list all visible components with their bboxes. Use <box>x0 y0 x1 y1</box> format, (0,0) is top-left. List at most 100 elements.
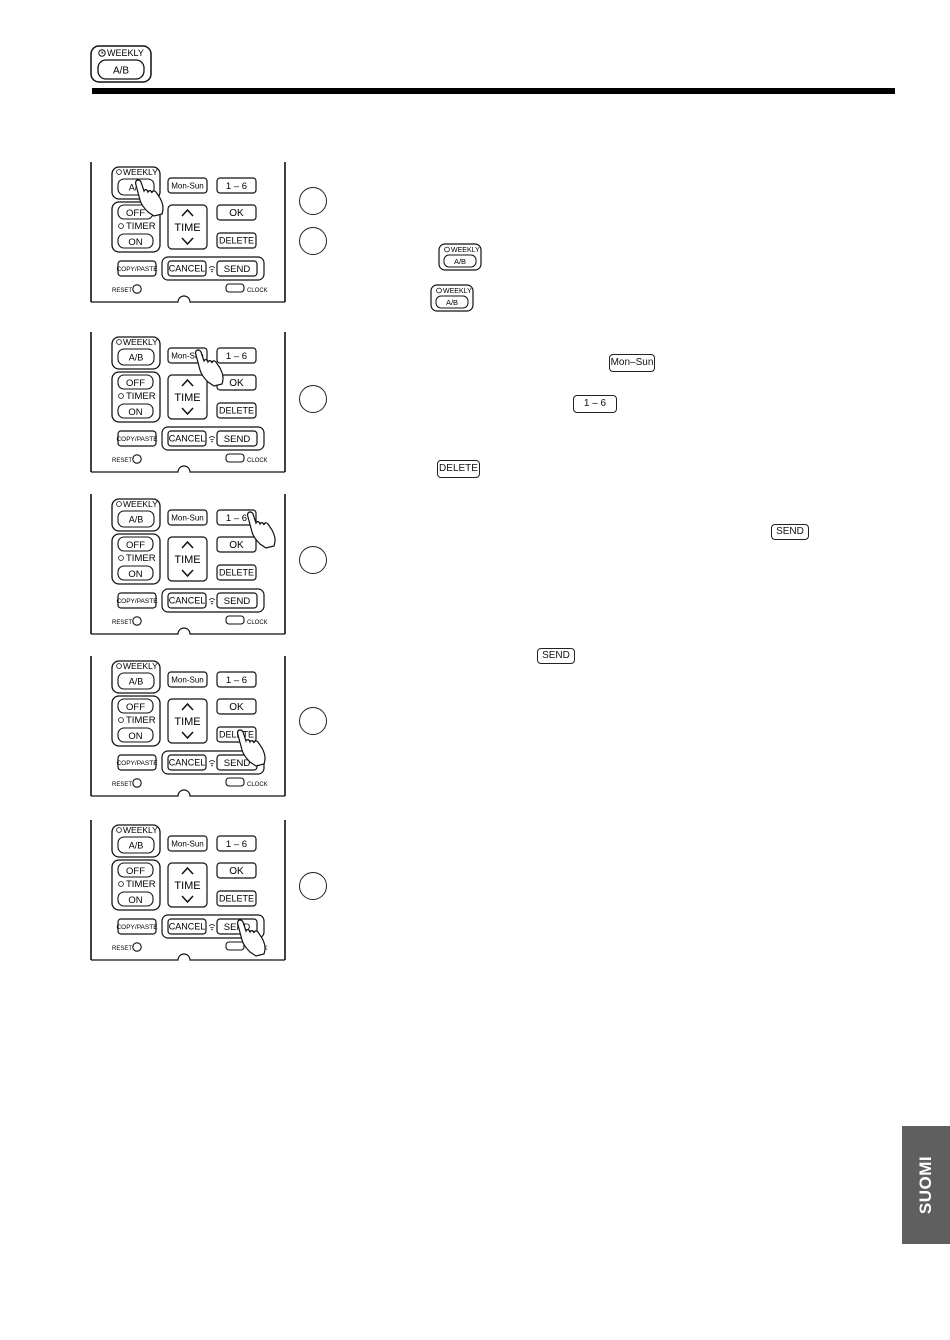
remote-time-label: TIME <box>174 222 200 234</box>
remote-one-six-button-label: 1 – 6 <box>226 351 247 362</box>
remote-time-label: TIME <box>174 880 200 892</box>
remote-one-six-button: 1 – 6 <box>216 835 257 852</box>
remote-timer-label: TIMER <box>126 221 156 232</box>
remote-copy-paste-button-label: COPY/PASTE <box>116 598 158 605</box>
remote-send-button: SEND <box>216 430 258 447</box>
language-tab: SUOMI <box>902 1126 950 1244</box>
inline-weekly-text-2: WEEKLY <box>443 288 472 295</box>
remote-one-six-button: 1 – 6 <box>216 347 257 364</box>
remote-send-button-label: SEND <box>224 434 251 445</box>
remote-clock-label: CLOCK <box>247 288 268 294</box>
remote-cancel-button: CANCEL <box>167 592 207 609</box>
remote-mon-sun-button: Mon-Sun <box>167 177 208 194</box>
pointing-hand-icon <box>247 511 276 549</box>
remote-copy-paste-button-label: COPY/PASTE <box>116 924 158 931</box>
remote-one-six-button-label: 1 – 6 <box>226 513 247 524</box>
remote-cancel-button-label: CANCEL <box>169 264 206 274</box>
remote-ok-button-label: OK <box>229 866 244 877</box>
remote-off-label: OFF <box>126 702 145 713</box>
inline-send-key: SEND <box>771 524 809 540</box>
remote-copy-paste-button: COPY/PASTE <box>116 592 158 609</box>
inline-weekly-key-icon-2: WEEKLY A/B <box>430 284 474 317</box>
remote-on-label: ON <box>128 407 142 418</box>
remote-clock-label: CLOCK <box>247 458 268 464</box>
step-circle-3 <box>299 385 327 413</box>
remote-timer-label: TIMER <box>126 391 156 402</box>
inline-weekly-text: WEEKLY <box>451 247 480 254</box>
remote-on-label: ON <box>128 895 142 906</box>
remote-weekly-label: WEEKLY <box>123 337 158 347</box>
remote-cancel-button: CANCEL <box>167 918 207 935</box>
remote-clock-label: CLOCK <box>247 620 268 626</box>
remote-delete-button: DELETE <box>216 402 257 419</box>
remote-off-label: OFF <box>126 208 145 219</box>
remote-delete-button: DELETE <box>216 726 257 743</box>
remote-mon-sun-button: Mon-Sun <box>167 509 208 526</box>
remote-delete-button-label: DELETE <box>219 236 254 246</box>
remote-mon-sun-button-label: Mon-Sun <box>171 181 203 190</box>
remote-delete-button-label: DELETE <box>219 568 254 578</box>
remote-on-label: ON <box>128 731 142 742</box>
step-circle-1 <box>299 187 327 215</box>
remote-mon-sun-button-label: Mon-Sun <box>171 839 203 848</box>
remote-send-button-label: SEND <box>224 264 251 275</box>
remote-weekly-label: WEEKLY <box>123 661 158 671</box>
remote-on-label: ON <box>128 237 142 248</box>
remote-one-six-button-label: 1 – 6 <box>226 181 247 192</box>
remote-delete-button-label: DELETE <box>219 894 254 904</box>
pointing-hand-icon <box>195 349 224 387</box>
remote-one-six-button: 1 – 6 <box>216 177 257 194</box>
inline-ab-text: A/B <box>454 257 466 266</box>
remote-delete-button-label: DELETE <box>219 406 254 416</box>
remote-ab-label: A/B <box>129 515 144 525</box>
step-circle-5 <box>299 707 327 735</box>
remote-weekly-label: WEEKLY <box>123 825 158 835</box>
remote-weekly-label: WEEKLY <box>123 167 158 177</box>
remote-mon-sun-button: Mon-Sun <box>167 835 208 852</box>
remote-on-label: ON <box>128 569 142 580</box>
remote-send-button-label: SEND <box>224 596 251 607</box>
inline-ab-text-2: A/B <box>446 298 458 307</box>
remote-ok-button: OK <box>216 536 257 553</box>
step-circle-4 <box>299 546 327 574</box>
remote-mon-sun-button: Mon-Sun <box>167 671 208 688</box>
remote-delete-button: DELETE <box>216 890 257 907</box>
remote-cancel-button-label: CANCEL <box>169 596 206 606</box>
remote-off-label: OFF <box>126 866 145 877</box>
remote-copy-paste-button-label: COPY/PASTE <box>116 266 158 273</box>
remote-timer-label: TIMER <box>126 715 156 726</box>
remote-reset-label: RESET <box>112 620 132 626</box>
inline-send-key-2: SEND <box>537 648 575 664</box>
remote-mon-sun-button-label: Mon-Sun <box>171 675 203 684</box>
remote-copy-paste-button: COPY/PASTE <box>116 918 158 935</box>
remote-ab-label: A/B <box>129 183 144 193</box>
remote-cancel-button: CANCEL <box>167 260 207 277</box>
remote-copy-paste-button: COPY/PASTE <box>116 430 158 447</box>
remote-ok-button-label: OK <box>229 208 244 219</box>
inline-weekly-key-icon: WEEKLY A/B <box>438 243 482 276</box>
step-circle-6 <box>299 872 327 900</box>
remote-one-six-button-label: 1 – 6 <box>226 839 247 850</box>
remote-cancel-button: CANCEL <box>167 754 207 771</box>
remote-timer-label: TIMER <box>126 553 156 564</box>
remote-off-label: OFF <box>126 540 145 551</box>
remote-cancel-button-label: CANCEL <box>169 434 206 444</box>
pointing-hand-icon <box>237 919 266 957</box>
remote-ok-button-label: OK <box>229 540 244 551</box>
header-rule <box>92 88 895 94</box>
remote-timer-label: TIMER <box>126 879 156 890</box>
remote-copy-paste-button-label: COPY/PASTE <box>116 436 158 443</box>
remote-ok-button-label: OK <box>229 378 244 389</box>
remote-mon-sun-button-label: Mon-Sun <box>171 513 203 522</box>
remote-copy-paste-button: COPY/PASTE <box>116 754 158 771</box>
remote-weekly-label: WEEKLY <box>123 499 158 509</box>
step-circle-2 <box>299 227 327 255</box>
header-weekly-text: WEEKLY <box>107 48 144 58</box>
inline-mon-sun-key: Mon–Sun <box>609 354 655 372</box>
remote-one-six-button: 1 – 6 <box>216 671 257 688</box>
remote-one-six-button: 1 – 6 <box>216 509 257 526</box>
